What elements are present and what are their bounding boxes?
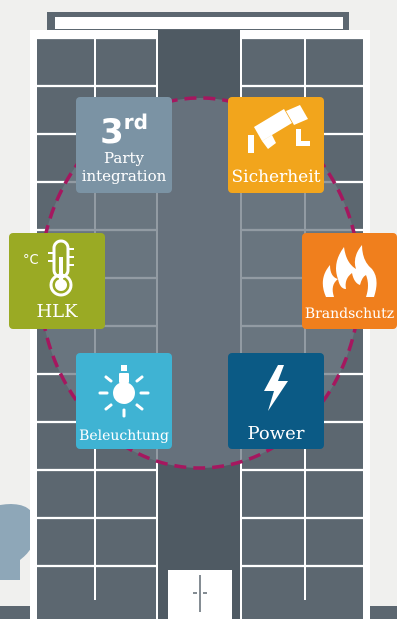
camera-icon	[248, 105, 310, 153]
person-silhouette	[0, 504, 37, 580]
third-party-label-line1: Party	[103, 149, 145, 167]
lightbulb-icon	[98, 365, 150, 418]
hlk-unit: °C	[23, 253, 39, 268]
door-icon	[168, 570, 232, 619]
third-party-label-line2: integration	[81, 167, 167, 185]
hlk-label: HLK	[36, 301, 78, 322]
flame-icon	[322, 245, 377, 297]
tile-hlk[interactable]: °C HLK	[9, 233, 105, 329]
lightning-bolt-icon	[264, 365, 288, 411]
tile-third-party[interactable]: 3rd Party integration	[76, 97, 172, 193]
third-party-suffix: rd	[123, 110, 148, 134]
tile-beleuchtung[interactable]: Beleuchtung	[76, 353, 172, 449]
power-label: Power	[247, 423, 305, 444]
third-party-number: 3	[100, 112, 124, 152]
tile-brandschutz[interactable]: Brandschutz	[302, 233, 397, 329]
sicherheit-label: Sicherheit	[231, 167, 321, 187]
tile-sicherheit[interactable]: Sicherheit	[228, 97, 324, 193]
brandschutz-label: Brandschutz	[304, 306, 395, 322]
third-party-icon: 3rd	[76, 103, 172, 151]
thermometer-icon	[48, 239, 74, 297]
tile-power[interactable]: Power	[228, 353, 324, 449]
beleuchtung-label: Beleuchtung	[79, 428, 169, 444]
